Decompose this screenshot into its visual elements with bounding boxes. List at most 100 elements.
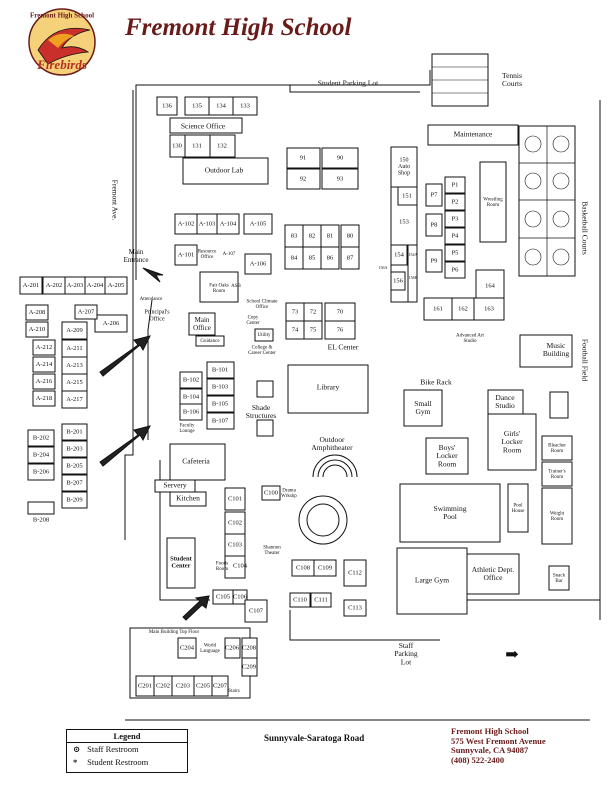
svg-text:83: 83 <box>291 232 298 239</box>
room-a-210 <box>25 321 49 338</box>
svg-text:P7: P7 <box>431 191 439 198</box>
basketball-courts-label: Basketball Courts <box>580 201 589 255</box>
svg-text:81: 81 <box>327 232 334 239</box>
svg-text:A-104: A-104 <box>220 220 237 227</box>
svg-text:154: 154 <box>394 251 405 258</box>
svg-text:P3: P3 <box>452 215 459 222</box>
svg-text:156: 156 <box>393 277 404 284</box>
svg-text:164: 164 <box>485 282 496 289</box>
svg-text:134: 134 <box>216 102 227 109</box>
athletic-label: Athletic Dept.Office <box>472 565 515 582</box>
room-label: B-207 <box>66 479 83 486</box>
svg-text:82: 82 <box>309 232 316 239</box>
room-label: A-217 <box>66 396 83 403</box>
svg-text:C204: C204 <box>180 644 195 651</box>
svg-text:163: 163 <box>484 305 494 312</box>
football-field-label: Football Field <box>580 339 589 382</box>
room-label: B-205 <box>66 462 82 469</box>
svg-text:C100: C100 <box>264 489 278 496</box>
fremont-ave-label: Fremont Ave. <box>110 180 119 221</box>
room-label: A-215 <box>66 379 83 386</box>
svg-text:156B: 156B <box>409 275 418 280</box>
svg-text:153: 153 <box>399 218 409 225</box>
svg-text:P9: P9 <box>431 257 438 264</box>
large-gym-label: Large Gym <box>415 576 449 585</box>
room-label: A-210 <box>29 326 46 333</box>
svg-text:136: 136 <box>162 102 173 109</box>
north-arrow: ➡ <box>505 647 518 664</box>
room-a-207 <box>74 304 98 320</box>
svg-text:C103: C103 <box>228 541 242 548</box>
room-a-212 <box>32 339 56 356</box>
legend-heading: Legend <box>67 730 187 743</box>
room-b-208 <box>27 501 55 515</box>
science-office-label: Science Office <box>181 122 226 131</box>
svg-text:132: 132 <box>217 142 227 149</box>
room-label: A-207 <box>78 308 95 315</box>
room-a-214 <box>32 356 56 373</box>
svg-text:130: 130 <box>172 142 182 149</box>
room-a-206 <box>94 314 128 333</box>
room-label: A-201 <box>23 282 40 289</box>
svg-text:74: 74 <box>292 326 299 333</box>
svg-text:P2: P2 <box>452 198 459 205</box>
svg-text:C111: C111 <box>314 596 328 603</box>
svg-text:85: 85 <box>309 254 316 261</box>
svg-text:C203: C203 <box>176 682 190 689</box>
top-floor-label: Main Building Top Floor <box>149 630 200 635</box>
svg-text:B-103: B-103 <box>212 383 228 390</box>
cafeteria-label: Cafeteria <box>182 457 210 466</box>
amphitheater-rings <box>298 454 358 545</box>
svg-text:C109: C109 <box>318 564 332 571</box>
svg-text:C104: C104 <box>233 562 248 569</box>
svg-text:133: 133 <box>240 102 250 109</box>
room-label: A-204 <box>87 282 104 289</box>
svg-text:135: 135 <box>192 102 202 109</box>
entrance-arrow-3 <box>99 425 151 467</box>
svg-text:C201: C201 <box>138 682 152 689</box>
b-center-building: B-101 B-102 B-103 B-104 B-105 B-106 B-10… <box>179 361 235 434</box>
entrance-arrow-1 <box>142 267 164 283</box>
svg-text:131: 131 <box>192 142 202 149</box>
address-phone: (408) 522-2400 <box>451 754 505 765</box>
building-90: 91 90 92 93 <box>286 147 359 190</box>
svg-text:A-105: A-105 <box>250 220 267 227</box>
svg-text:P5: P5 <box>452 249 459 256</box>
svg-text:161: 161 <box>433 305 443 312</box>
guidance-label: Guidance <box>200 339 220 344</box>
svg-text:C202: C202 <box>156 682 170 689</box>
svg-text:C113: C113 <box>348 604 362 611</box>
svg-text:76: 76 <box>337 326 344 333</box>
svg-text:C205: C205 <box>196 682 210 689</box>
svg-text:P6: P6 <box>452 266 460 273</box>
address-name: Fremont High School <box>451 726 529 736</box>
logo-text-top: Fremont High School <box>30 12 94 20</box>
svg-text:B-104: B-104 <box>183 393 200 400</box>
svg-text:C208: C208 <box>242 644 256 651</box>
room-label: B-203 <box>66 445 82 452</box>
svg-text:B-105: B-105 <box>212 400 228 407</box>
room-b-209 <box>61 491 88 509</box>
south-road-label: Sunnyvale-Saratoga Road <box>264 733 365 743</box>
building-80: 83 82 81 80 84 85 86 87 <box>284 224 360 270</box>
science-building: 136 135 134 133 Science Office 130 131 1… <box>156 96 269 185</box>
